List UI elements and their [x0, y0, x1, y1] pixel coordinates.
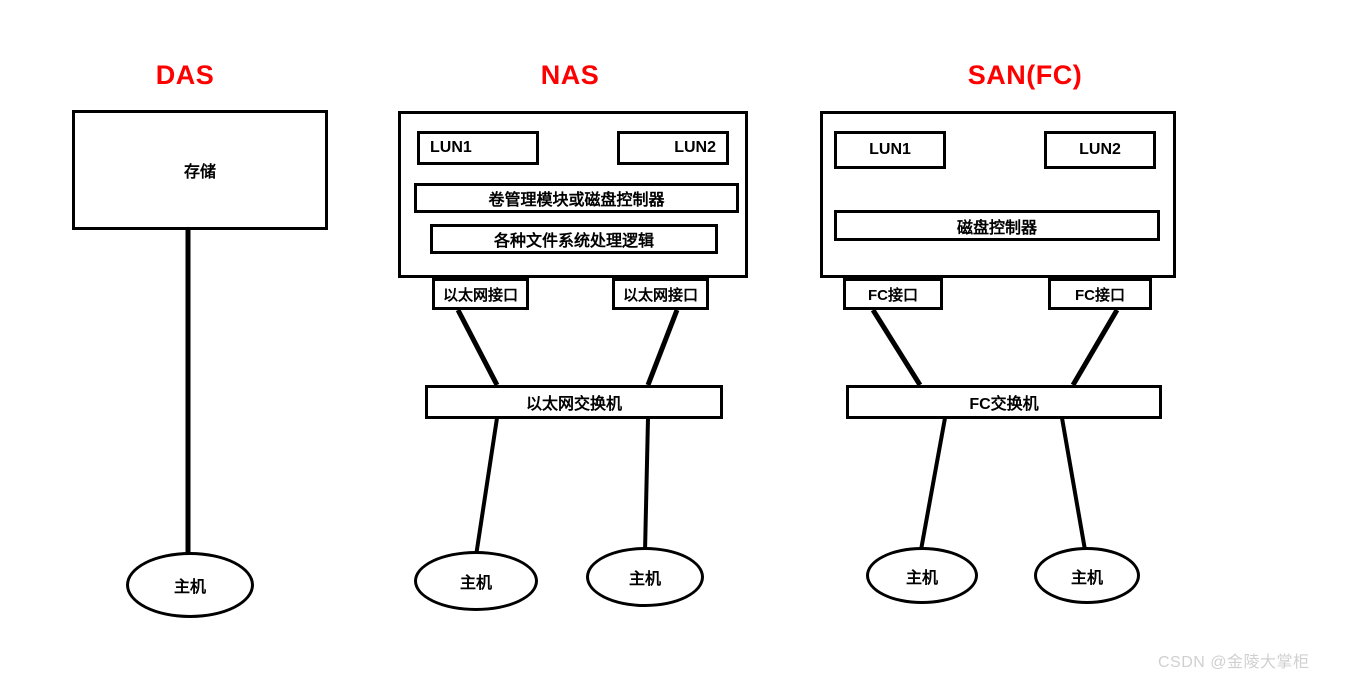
- nas-lun-1-label: LUN1: [430, 139, 472, 156]
- das-host-1-label: 主机: [173, 579, 206, 596]
- nas-switch-to-host2-line: [643, 417, 650, 553]
- nas-port2-to-switch-line: [645, 309, 680, 386]
- san-host-2: 主机: [1034, 547, 1140, 604]
- nas-ethernet-port-1: 以太网接口: [432, 278, 529, 310]
- nas-ethernet-port-2-label: 以太网接口: [622, 286, 698, 304]
- san-lun-2-label: LUN2: [1079, 141, 1121, 158]
- nas-ethernet-switch: 以太网交换机: [425, 385, 723, 419]
- san-lun-2: LUN2: [1044, 131, 1156, 169]
- san-host-2-label: 主机: [1070, 569, 1103, 587]
- san-fc-port-2: FC接口: [1048, 278, 1152, 310]
- san-fc-switch-label: FC交换机: [969, 396, 1039, 413]
- nas-host-1-label: 主机: [459, 575, 492, 592]
- san-fc-port-2-label: FC接口: [1075, 286, 1125, 304]
- nas-volume-manager-layer: 卷管理模块或磁盘控制器: [414, 183, 739, 213]
- nas-host-2: 主机: [586, 547, 704, 607]
- san-disk-controller-label: 磁盘控制器: [956, 219, 1037, 237]
- san-port1-to-switch-line: [870, 308, 923, 387]
- das-host-1: 主机: [126, 552, 254, 618]
- nas-host-2-label: 主机: [628, 571, 661, 588]
- section-title-das: DAS: [155, 60, 215, 90]
- san-fc-port-1: FC接口: [843, 278, 943, 310]
- das-storage-label: 存储: [183, 164, 216, 181]
- nas-ethernet-port-2: 以太网接口: [612, 278, 709, 310]
- san-fc-port-1-label: FC接口: [868, 286, 918, 304]
- das-storage-box: [72, 110, 328, 230]
- watermark: CSDN @金陵大掌柜: [1158, 654, 1310, 671]
- nas-lun-1: LUN1: [417, 131, 539, 165]
- nas-port1-to-switch-line: [455, 308, 500, 387]
- san-host-1-label: 主机: [905, 569, 938, 587]
- nas-lun-2: LUN2: [617, 131, 729, 165]
- nas-switch-to-host1-line: [474, 417, 499, 557]
- san-switch-to-host2-line: [1060, 417, 1087, 551]
- section-title-san: SAN(FC): [967, 60, 1083, 90]
- san-port2-to-switch-line: [1070, 308, 1120, 387]
- san-lun-1: LUN1: [834, 131, 946, 169]
- nas-filesystem-layer: 各种文件系统处理逻辑: [430, 224, 718, 254]
- section-title-nas: NAS: [540, 60, 600, 90]
- san-disk-controller-layer: 磁盘控制器: [834, 210, 1160, 241]
- san-lun-1-label: LUN1: [869, 141, 911, 158]
- nas-ethernet-port-1-label: 以太网接口: [442, 286, 518, 304]
- san-host-1: 主机: [866, 547, 978, 604]
- san-switch-to-host1-line: [919, 417, 947, 551]
- nas-volume-manager-label: 卷管理模块或磁盘控制器: [488, 192, 665, 209]
- nas-lun-2-label: LUN2: [674, 139, 716, 156]
- nas-filesystem-label: 各种文件系统处理逻辑: [493, 233, 654, 250]
- nas-ethernet-switch-label: 以太网交换机: [525, 396, 622, 413]
- san-fc-switch: FC交换机: [846, 385, 1162, 419]
- nas-host-1: 主机: [414, 551, 538, 611]
